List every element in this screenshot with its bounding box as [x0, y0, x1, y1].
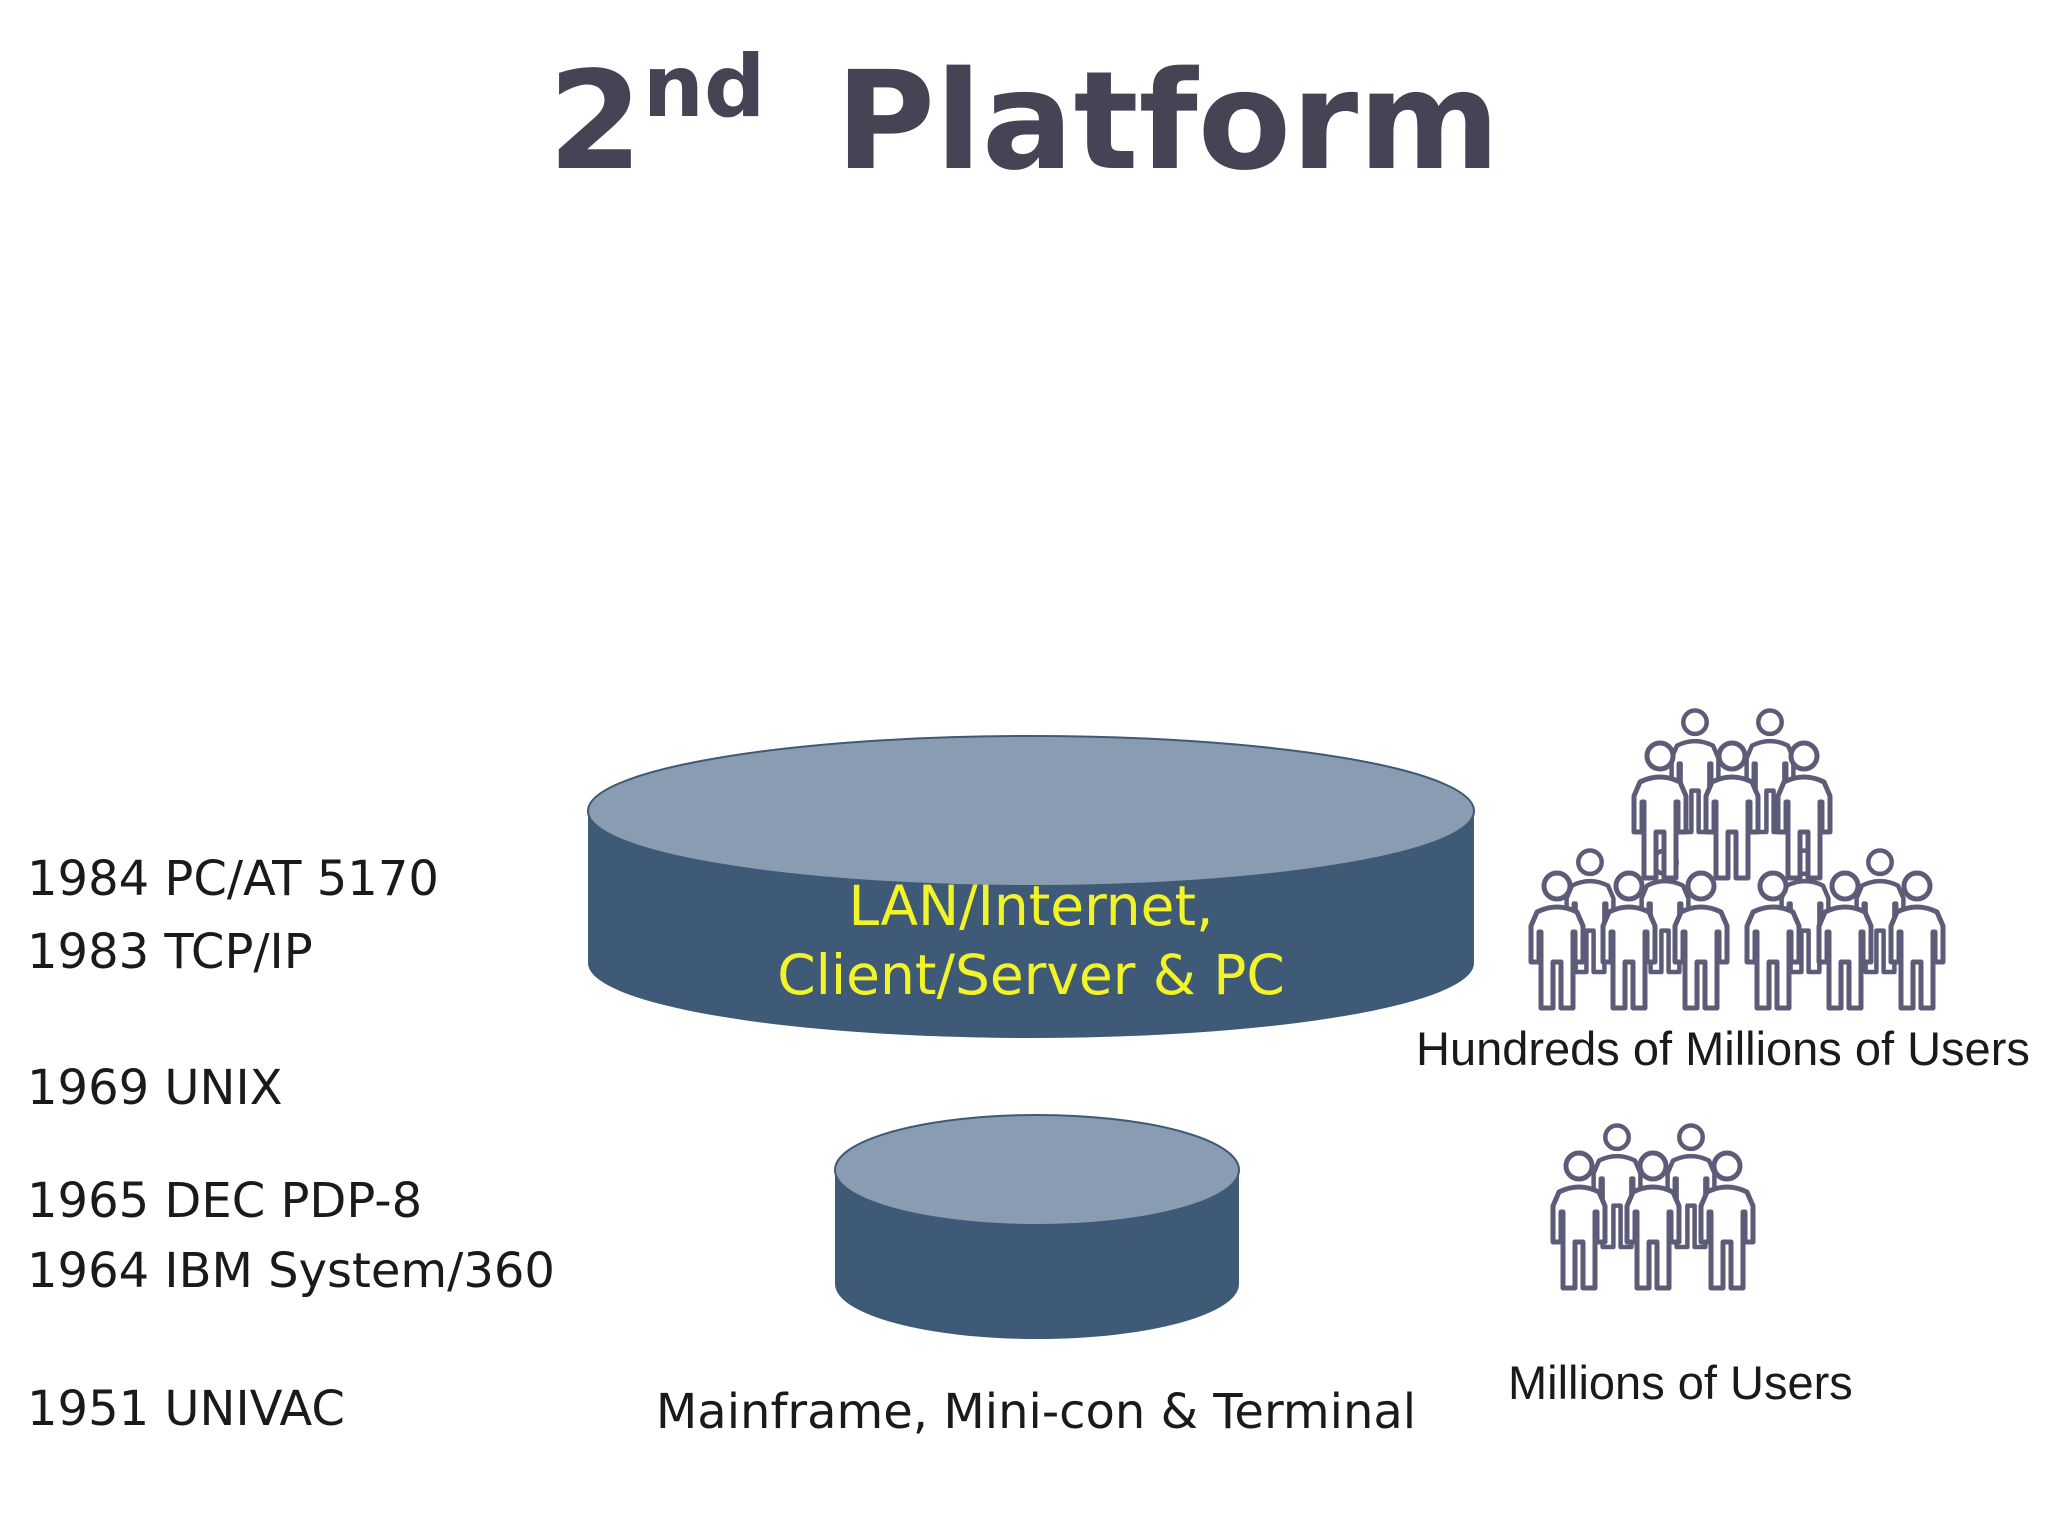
page-title: 2nd Platform: [0, 40, 2048, 198]
upper-layer-line1: LAN/Internet,: [848, 874, 1214, 938]
upper-layer-label: LAN/Internet, Client/Server & PC: [731, 872, 1331, 1010]
upper-layer-line2: Client/Server & PC: [777, 942, 1285, 1007]
lower-users-label: Millions of Users: [1508, 1356, 1853, 1409]
milestone-pc-at: 1984 PC/AT 5170: [27, 851, 439, 907]
small-crowd-icon: [1553, 1126, 1753, 1289]
upper-cylinder-top: [587, 735, 1475, 887]
milestone-tcp-ip: 1983 TCP/IP: [27, 924, 313, 980]
title-number: 2: [548, 43, 643, 201]
upper-users-label: Hundreds of Millions of Users: [1416, 1025, 2030, 1072]
large-crowd-icon: [1531, 711, 1943, 1009]
lower-cylinder: [834, 1114, 1240, 1339]
upper-cylinder: [587, 735, 1475, 1038]
title-superscript: nd: [642, 37, 766, 137]
milestone-pdp-8: 1965 DEC PDP-8: [27, 1173, 423, 1229]
milestone-unix: 1969 UNIX: [27, 1060, 283, 1116]
lower-cylinder-top: [834, 1114, 1240, 1226]
title-word: Platform: [835, 43, 1500, 201]
lower-layer-label: Mainframe, Mini-con & Terminal: [655, 1384, 1417, 1440]
milestone-system-360: 1964 IBM System/360: [27, 1243, 555, 1299]
milestone-univac: 1951 UNIVAC: [27, 1381, 345, 1437]
